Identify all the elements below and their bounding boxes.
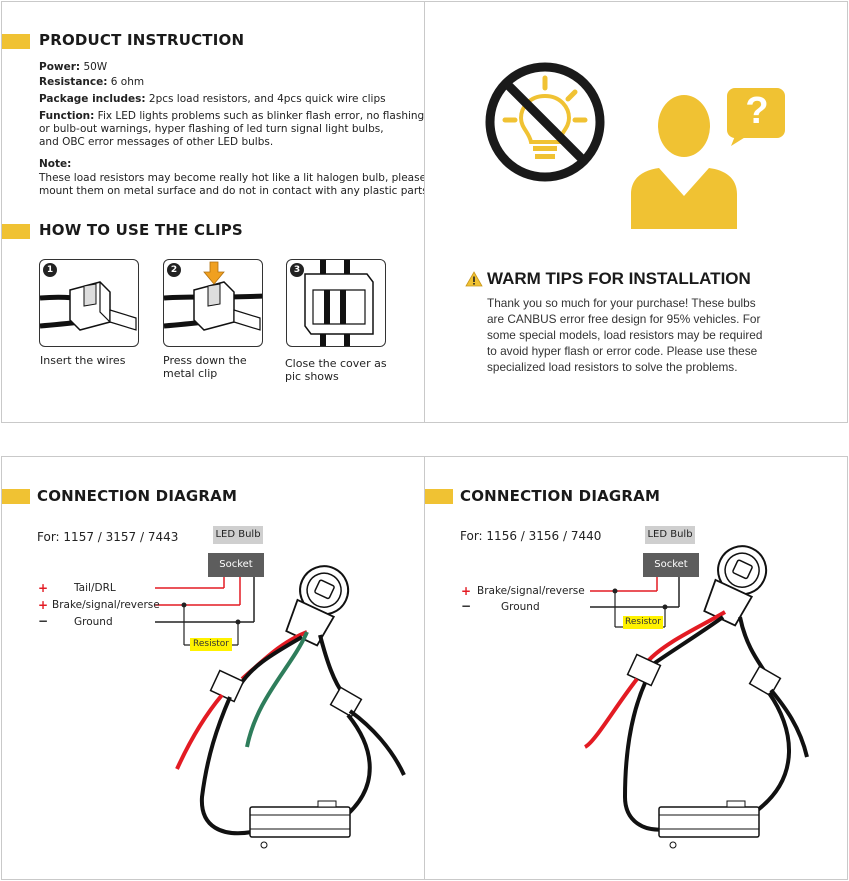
product-instruction-title: PRODUCT INSTRUCTION	[39, 31, 245, 49]
person-icon	[631, 95, 737, 229]
accent-bar	[2, 34, 30, 49]
tips-panel: ? WARM TIPS FOR INSTALLATION Thank you s…	[424, 1, 848, 423]
diagram-1-wiring	[155, 565, 406, 849]
ground-label: Ground	[501, 601, 540, 613]
clip-step-1-caption: Insert the wires	[40, 354, 126, 367]
socket-label: Socket	[208, 553, 264, 577]
no-bulb-icon	[485, 62, 605, 182]
note-line-1: These load resistors may become really h…	[39, 172, 427, 184]
clip-step-1-image: 1	[39, 259, 139, 347]
note-label: Note:	[39, 158, 72, 170]
warning-icon	[465, 271, 483, 287]
minus-sign: −	[38, 614, 49, 628]
step-number: 1	[43, 263, 57, 277]
diagram-1-models: For: 1157 / 3157 / 7443	[37, 530, 179, 544]
clip-press-icon	[164, 261, 262, 331]
socket-label: Socket	[643, 553, 699, 577]
led-bulb-label: LED Bulb	[213, 526, 263, 544]
diagram-2-models: For: 1156 / 3156 / 7440	[460, 529, 602, 543]
diagram-2-wiring	[583, 545, 809, 849]
power-spec: Power: 50W	[39, 61, 108, 73]
resistor-label: Resistor	[623, 616, 663, 629]
brake-signal-reverse-label: Brake/signal/reverse	[52, 599, 160, 611]
clips-title: HOW TO USE THE CLIPS	[39, 221, 243, 239]
question-mark: ?	[745, 90, 769, 132]
clip-closed-icon	[304, 260, 374, 346]
warm-tips-body: Thank you so much for your purchase! The…	[487, 296, 763, 374]
plus-sign: +	[38, 581, 49, 595]
question-bubble-icon	[727, 88, 785, 146]
brake-signal-reverse-label: Brake/signal/reverse	[477, 585, 585, 597]
diagram-1-title: CONNECTION DIAGRAM	[37, 487, 238, 505]
note-line-2: mount them on metal surface and do not i…	[39, 185, 432, 197]
function-spec: Function: Fix LED lights problems such a…	[39, 110, 425, 122]
minus-sign: −	[461, 599, 472, 613]
function-line-3: and OBC error messages of other LED bulb…	[39, 136, 274, 148]
led-bulb-label: LED Bulb	[645, 526, 695, 544]
warm-tips-title: WARM TIPS FOR INSTALLATION	[487, 269, 751, 288]
connection-diagram-1-panel: CONNECTION DIAGRAM For: 1157 / 3157 / 74…	[1, 456, 425, 880]
step-number: 2	[167, 263, 181, 277]
diagram-2-title: CONNECTION DIAGRAM	[460, 487, 661, 505]
accent-bar	[425, 489, 453, 504]
accent-bar	[2, 224, 30, 239]
accent-bar	[2, 489, 30, 504]
tail-drl-label: Tail/DRL	[74, 582, 116, 594]
package-spec: Package includes: 2pcs load resistors, a…	[39, 93, 386, 105]
clip-step-2-image: 2	[163, 259, 263, 347]
resistance-spec: Resistance: 6 ohm	[39, 76, 145, 88]
plus-sign: +	[38, 598, 49, 612]
step-number: 3	[290, 263, 304, 277]
resistor-label: Resistor	[190, 638, 232, 651]
plus-sign: +	[461, 584, 472, 598]
clip-open-icon	[40, 281, 137, 331]
function-line-2: or bulb-out warnings, hyper flashing of …	[39, 123, 384, 135]
connection-diagram-2-panel: CONNECTION DIAGRAM For: 1156 / 3156 / 74…	[424, 456, 848, 880]
ground-label: Ground	[74, 616, 113, 628]
clip-step-3-image: 3	[286, 259, 386, 347]
instruction-panel: PRODUCT INSTRUCTION Power: 50W Resistanc…	[1, 1, 431, 423]
